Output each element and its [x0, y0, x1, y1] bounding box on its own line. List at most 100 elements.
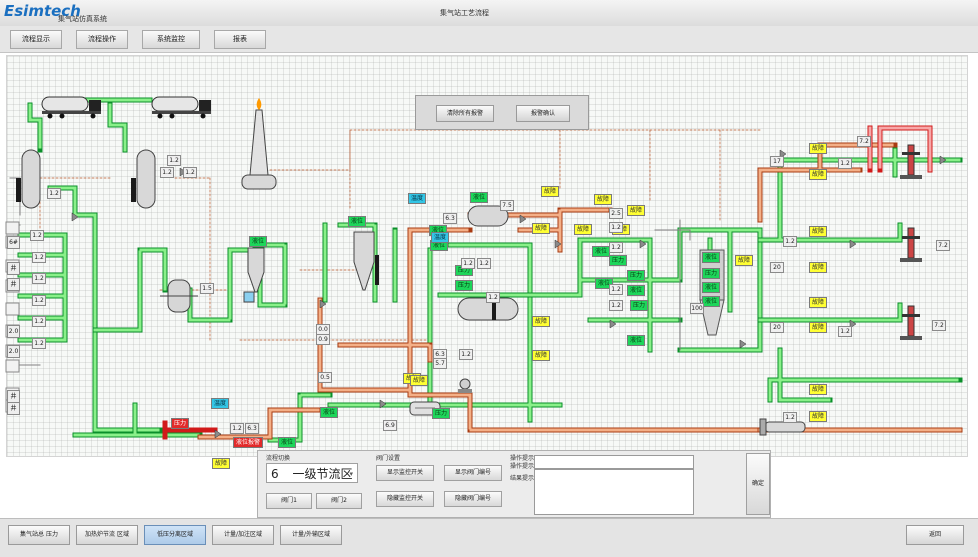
yellow-alarm-tag[interactable]: 故障 — [212, 458, 230, 469]
green-status-tag[interactable]: 液位 — [702, 282, 720, 293]
well-label[interactable]: 井 — [7, 278, 20, 291]
result-textbox[interactable] — [534, 469, 694, 515]
well-label[interactable]: 2.0 — [7, 325, 20, 338]
well-box[interactable] — [5, 221, 20, 235]
well-box[interactable] — [5, 359, 20, 373]
red-alarm-tag[interactable]: 压力 — [171, 418, 189, 429]
green-status-tag[interactable]: 液位 — [702, 296, 720, 307]
value-readout: 0.5 — [318, 372, 332, 383]
alarm-confirm-button[interactable]: 报警确认 — [516, 105, 570, 122]
well-label[interactable]: 井 — [7, 262, 20, 275]
yellow-alarm-tag[interactable]: 故障 — [809, 169, 827, 180]
zone-select[interactable]: 6 一级节流区 ▾ — [266, 463, 358, 483]
cyan-temp-tag[interactable]: 温度 — [431, 232, 449, 243]
hide-monitor-switch-button[interactable]: 隐藏监控开关 — [376, 491, 434, 507]
valve-2-button[interactable]: 阀门2 — [316, 493, 362, 509]
green-status-tag[interactable]: 液位 — [320, 407, 338, 418]
valve-icon[interactable] — [849, 239, 857, 249]
well-label[interactable]: 2.0 — [7, 345, 20, 358]
value-readout: 1.2 — [230, 423, 244, 434]
exit-button[interactable]: 返回 — [906, 525, 964, 545]
valve-icon[interactable] — [214, 429, 222, 439]
confirm-button[interactable]: 确定 — [746, 453, 770, 515]
valve-icon[interactable] — [609, 319, 617, 329]
yellow-alarm-tag[interactable]: 故障 — [541, 186, 559, 197]
red-alarm-tag[interactable]: 液位报警 — [233, 437, 263, 448]
valve-icon[interactable] — [319, 299, 327, 309]
tab-separation[interactable]: 低压分离区域 — [144, 525, 206, 545]
valve-icon[interactable] — [939, 155, 947, 165]
show-valve-number-button[interactable]: 显示阀门编号 — [444, 465, 502, 481]
yellow-alarm-tag[interactable]: 故障 — [532, 316, 550, 327]
green-status-tag[interactable]: 压力 — [432, 408, 450, 419]
clear-alarm-button[interactable]: 清除所有报警 — [436, 105, 494, 122]
green-status-tag[interactable]: 压力 — [609, 255, 627, 266]
green-status-tag[interactable]: 液位 — [627, 285, 645, 296]
process-display-button[interactable]: 流程显示 — [10, 30, 62, 49]
cyan-temp-tag[interactable]: 温度 — [211, 398, 229, 409]
main-toolbar: 流程显示 流程操作 系统监控 报表 — [0, 26, 978, 53]
valve-icon[interactable] — [379, 399, 387, 409]
hint-label: 操作提示 — [510, 455, 535, 462]
yellow-alarm-tag[interactable]: 故障 — [809, 226, 827, 237]
green-status-tag[interactable]: 压力 — [630, 300, 648, 311]
yellow-alarm-tag[interactable]: 故障 — [735, 255, 753, 266]
green-status-tag[interactable]: 液位 — [702, 252, 720, 263]
process-operation-button[interactable]: 流程操作 — [76, 30, 128, 49]
section-label: 阀门设置 — [376, 455, 401, 462]
alarm-popup: 清除所有报警 报警确认 — [415, 95, 589, 130]
yellow-alarm-tag[interactable]: 故障 — [574, 224, 592, 235]
yellow-alarm-tag[interactable]: 故障 — [809, 411, 827, 422]
hint-textbox[interactable] — [534, 455, 694, 469]
valve-icon[interactable] — [554, 239, 562, 249]
wellhead-icon — [900, 144, 922, 179]
show-monitor-switch-button[interactable]: 显示监控开关 — [376, 465, 434, 481]
valve-icon[interactable] — [639, 239, 647, 249]
valve-1-button[interactable]: 阀门1 — [266, 493, 312, 509]
yellow-alarm-tag[interactable]: 故障 — [809, 322, 827, 333]
value-readout: 7.2 — [857, 136, 871, 147]
tab-gas-station[interactable]: 集气站总 压力 — [8, 525, 70, 545]
report-button[interactable]: 报表 — [214, 30, 266, 49]
system-monitor-button[interactable]: 系统监控 — [142, 30, 200, 49]
yellow-alarm-tag[interactable]: 故障 — [410, 375, 428, 386]
yellow-alarm-tag[interactable]: 故障 — [809, 262, 827, 273]
green-status-tag[interactable]: 压力 — [702, 268, 720, 279]
separator-vessel-icon — [16, 149, 41, 209]
green-status-tag[interactable]: 液位 — [470, 192, 488, 203]
green-status-tag[interactable]: 液位 — [592, 246, 610, 257]
system-name: 集气站仿真系统 — [58, 15, 107, 23]
green-status-tag[interactable]: 液位 — [249, 236, 267, 247]
tab-heating-area[interactable]: 加热炉节流 区域 — [76, 525, 138, 545]
hide-valve-number-button[interactable]: 隐藏阀门编号 — [444, 491, 502, 507]
green-status-tag[interactable]: 压力 — [455, 280, 473, 291]
well-box[interactable] — [5, 302, 20, 316]
green-status-tag[interactable]: 液位 — [348, 216, 366, 227]
yellow-alarm-tag[interactable]: 故障 — [809, 143, 827, 154]
yellow-alarm-tag[interactable]: 故障 — [809, 297, 827, 308]
green-status-tag[interactable]: 液位 — [627, 335, 645, 346]
cyan-temp-tag[interactable]: 温度 — [408, 193, 426, 204]
value-readout: 1.5 — [200, 283, 214, 294]
value-readout: 1.2 — [459, 349, 473, 360]
valve-icon[interactable] — [71, 212, 79, 222]
well-label[interactable]: 6# — [7, 236, 20, 249]
tab-export[interactable]: 计量/外输区域 — [280, 525, 342, 545]
valve-icon[interactable] — [739, 339, 747, 349]
bottom-navigation: 集气站总 压力 加热炉节流 区域 低压分离区域 计量/加注区域 计量/外输区域 … — [0, 518, 978, 557]
yellow-alarm-tag[interactable]: 故障 — [594, 194, 612, 205]
yellow-alarm-tag[interactable]: 故障 — [627, 205, 645, 216]
valve-icon[interactable] — [519, 214, 527, 224]
tab-metering[interactable]: 计量/加注区域 — [212, 525, 274, 545]
horizontal-separator-icon — [467, 205, 509, 227]
yellow-alarm-tag[interactable]: 故障 — [532, 223, 550, 234]
green-status-tag[interactable]: 液位 — [595, 278, 613, 289]
well-label[interactable]: 井 — [7, 402, 20, 415]
value-readout: 7.5 — [500, 200, 514, 211]
green-status-tag[interactable]: 压力 — [627, 270, 645, 281]
yellow-alarm-tag[interactable]: 故障 — [532, 350, 550, 361]
yellow-alarm-tag[interactable]: 故障 — [809, 384, 827, 395]
wellhead-icon — [900, 305, 922, 340]
well-boxes — [5, 221, 20, 413]
green-status-tag[interactable]: 液位 — [278, 437, 296, 448]
